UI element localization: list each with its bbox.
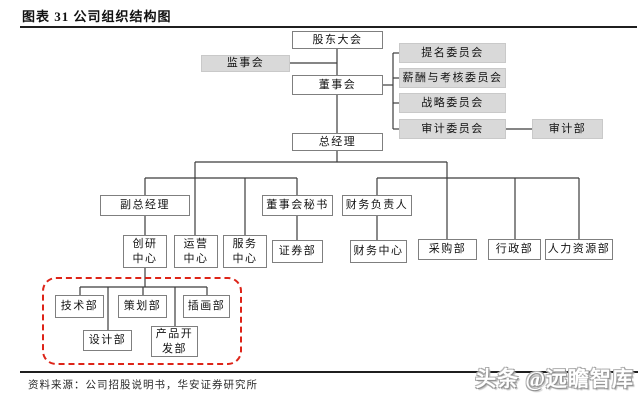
org-node-design-department: 设计部 [83,330,132,351]
org-node-technology-department: 技术部 [55,295,104,318]
title-divider [20,26,637,28]
org-node-product-dev-department: 产品开 发部 [151,326,198,357]
org-node-general-manager: 总经理 [292,133,383,151]
org-node-service-center: 服务 中心 [223,235,267,268]
org-node-admin-department: 行政部 [488,239,541,260]
creative-departments-highlight-box [42,277,242,365]
org-node-finance-officer: 财务负责人 [342,195,412,216]
org-node-shareholders-meeting: 股东大会 [292,31,383,49]
org-node-securities-department: 证券部 [272,240,323,263]
toutiao-watermark: 头条 @远瞻智库 [475,367,634,391]
org-node-deputy-general-manager: 副总经理 [100,195,190,216]
org-node-creative-research-center: 创研 中心 [123,235,167,268]
org-node-illustration-department: 插画部 [183,295,230,318]
source-citation: 资料来源：公司招股说明书，华安证券研究所 [28,380,258,391]
org-node-procurement-department: 采购部 [418,239,477,260]
org-node-audit-department: 审计部 [532,119,603,139]
org-node-finance-center: 财务中心 [350,240,407,263]
org-node-operations-center: 运营 中心 [174,235,218,268]
org-node-supervisory-board: 监事会 [201,55,290,72]
org-node-hr-department: 人力资源部 [545,239,613,260]
figure-title: 图表 31 公司组织结构图 [22,9,172,24]
org-node-board-secretary: 董事会秘书 [262,195,333,216]
org-node-board-of-directors: 董事会 [292,75,383,95]
org-node-strategy-committee: 战略委员会 [399,93,506,113]
org-node-audit-committee: 审计委员会 [399,119,506,139]
org-node-remuneration-committee: 薪酬与考核委员会 [399,68,506,88]
figure-bottom-divider [20,371,638,373]
org-node-nomination-committee: 提名委员会 [399,43,506,63]
org-node-planning-department: 策划部 [118,295,167,318]
